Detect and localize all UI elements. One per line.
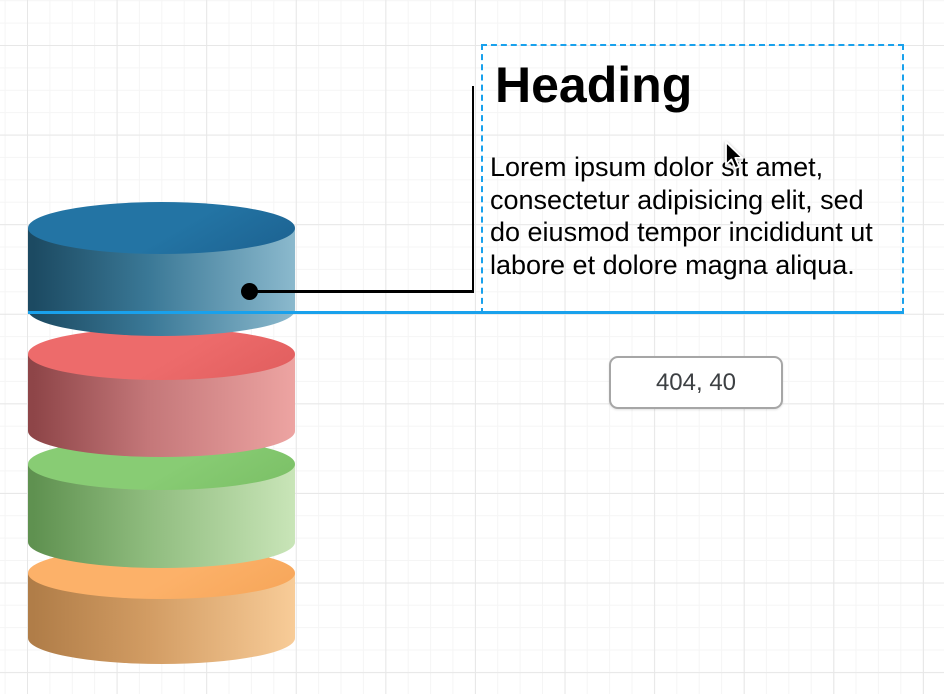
cylinder-red-cap [28,328,295,380]
callout-heading: Heading [495,57,693,113]
stacked-cylinder-shape [28,202,295,664]
drag-position-tooltip: 404, 40 [609,356,783,409]
paragraph-line: Lorem ipsum dolor sit amet, [490,152,824,182]
callout-paragraph: Lorem ipsum dolor sit amet, consectetur … [490,151,873,281]
connector-vertical-line [471,86,474,292]
mouse-cursor-icon [722,140,744,177]
connector-horizontal-line [250,290,474,293]
paragraph-line: labore et dolore magna aliqua. [490,249,855,280]
connector-endpoint-dot [241,283,258,300]
cylinder-blue-cap [28,202,295,254]
drag-position-label: 404, 40 [655,368,737,396]
paragraph-line: consectetur adipisicing elit, sed [490,184,864,215]
paragraph-line: do eiusmod tempor incididunt ut [490,217,873,247]
alignment-guide-line [28,311,904,314]
